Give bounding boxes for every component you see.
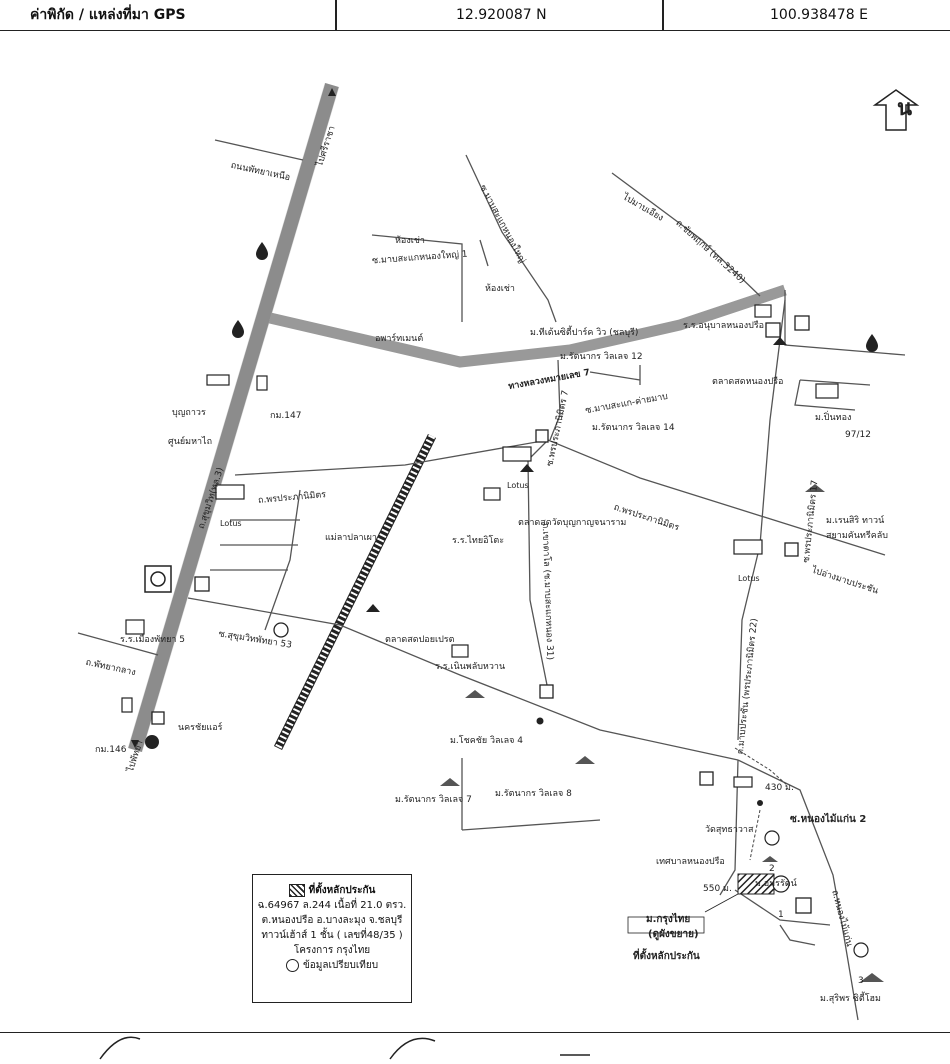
legend-line2: ต.หนองปรือ อ.บางละมุง จ.ชลบุรี bbox=[261, 915, 403, 926]
label-dist550: 550 ม. bbox=[703, 884, 732, 894]
label-market-wat: ตลาดสดวัดบุญกาญจนาราม bbox=[518, 518, 627, 528]
label-market-poiprot: ตลาดสดปอยเปรต bbox=[385, 635, 455, 645]
arrow-down-icon bbox=[131, 740, 139, 748]
label-muang-school: ร.ร.เมืองพัทยา 5 bbox=[120, 635, 185, 645]
signature-marks bbox=[99, 1036, 590, 1060]
label-km146: กม.146 bbox=[95, 745, 127, 755]
star-icon bbox=[145, 735, 159, 749]
label-thai-school: ร.ร.ไทยอิโตะ bbox=[452, 536, 505, 546]
label-num1: 1 bbox=[778, 910, 784, 920]
label-school-nern: ร.ร.เนินพลับหวาน bbox=[435, 662, 506, 672]
label-nakorn-air: นครชัยแอร์ bbox=[178, 723, 223, 733]
label-the-living: ม.ทีเด้นซิตี้ปาร์ค วิว (ชลบุรี) bbox=[530, 328, 639, 338]
label-rattanakorn12: ม.รัตนากร วิลเลจ 12 bbox=[560, 352, 643, 362]
north-label: น bbox=[897, 96, 913, 121]
label-room1: ห้องเช่า bbox=[395, 236, 425, 246]
label-km147: กม.147 bbox=[270, 411, 302, 421]
label-krungthai-sub: (ดูผังขยาย) bbox=[648, 929, 699, 940]
signature-strip bbox=[0, 1032, 950, 1060]
gps-longitude: 100.938478 E bbox=[770, 7, 868, 23]
ptt-logo bbox=[144, 565, 172, 593]
village-icons bbox=[440, 484, 884, 982]
label-lotus3: Lotus bbox=[738, 574, 760, 583]
label-village97-name: ม.ปิ่นทอง bbox=[815, 413, 852, 423]
label-chokchai4: ม.โชคชัย วิลเลจ 4 bbox=[450, 736, 524, 746]
label-lotus1: Lotus bbox=[220, 519, 242, 528]
railway bbox=[273, 434, 437, 750]
label-collateral: ที่ตั้งหลักประกัน bbox=[633, 951, 700, 962]
hatch-swatch bbox=[288, 883, 305, 897]
label-wat-sutharam: วัดสุทธาวาส bbox=[705, 825, 754, 835]
collateral-pointer bbox=[704, 893, 739, 913]
road-sukhumvit-edge bbox=[127, 82, 340, 753]
road-highway7 bbox=[268, 284, 787, 368]
dot-icon bbox=[536, 717, 544, 725]
label-suriphon: ม.สุริพร ซิตี้โฮม bbox=[820, 994, 881, 1004]
gps-latitude: 12.920087 N bbox=[456, 7, 547, 23]
label-municipal: เทศบาลหนองปรือ bbox=[656, 857, 725, 867]
label-rattanakorn14: ม.รัตนากร วิลเลจ 14 bbox=[592, 423, 675, 433]
header-bar: ค่าพิกัด / แหล่งที่มา GPS 12.920087 N 10… bbox=[0, 0, 950, 31]
emblem-icon bbox=[273, 622, 289, 638]
label-siam-club: สยามคันทรีคลับ bbox=[826, 531, 888, 541]
label-lotus2: Lotus bbox=[507, 481, 529, 490]
label-mela: แม่ลาปลาเผา bbox=[325, 533, 377, 543]
lotus-icons bbox=[215, 446, 763, 555]
label-apartment: อพาร์ทเมนต์ bbox=[375, 334, 424, 344]
header-divider bbox=[662, 0, 664, 30]
label-dist430: 430 ม. bbox=[765, 783, 794, 793]
legend-compare: ข้อมูลเปรียบเทียบ bbox=[302, 960, 379, 971]
gps-label: ค่าพิกัด / แหล่งที่มา GPS bbox=[30, 7, 186, 23]
label-village97: 97/12 bbox=[845, 430, 871, 440]
arrow-up-icon bbox=[328, 88, 336, 96]
label-num2: 2 bbox=[769, 864, 775, 874]
label-num3: 3 bbox=[858, 976, 864, 986]
market-icons bbox=[366, 337, 787, 612]
compare-circle-icon bbox=[285, 958, 299, 972]
label-krungthai: ม.กรุงไทย bbox=[646, 914, 691, 925]
label-market-nongprue: ตลาดสดหนองปรือ bbox=[712, 377, 784, 387]
dot-icon bbox=[757, 800, 763, 806]
building-icons bbox=[121, 304, 839, 788]
location-map: น ไปศรีราชา ถนนพัทยาเหนือ ซ.มาบสะแกหนองใ… bbox=[0, 31, 950, 1059]
legend-line1: ฉ.64967 ล.244 เนื้อที่ 21.0 ตรว. bbox=[257, 900, 407, 911]
comparison-markers bbox=[764, 830, 869, 958]
label-soi-nongmaikaen2: ซ.หนองไม้แก่น 2 bbox=[790, 814, 867, 825]
label-room2: ห้องเช่า bbox=[485, 284, 515, 294]
seven-eleven-icons bbox=[151, 315, 812, 914]
legend-line3: ทาวน์เฮ้าส์ 1 ชั้น ( เลขที่48/35 ) bbox=[261, 930, 403, 941]
gas-station-icons bbox=[232, 242, 878, 352]
map-roads bbox=[77, 82, 920, 1021]
label-rattanakorn7: ม.รัตนากร วิลเลจ 7 bbox=[395, 795, 472, 805]
distance-routes bbox=[734, 747, 788, 861]
label-mooban-ammorn: ม.อมรรัตน์ bbox=[755, 879, 797, 889]
label-boonthawon: บุญถาวร bbox=[172, 408, 206, 418]
legend-title: ที่ตั้งหลักประกัน bbox=[308, 885, 376, 896]
legend-line4: โครงการ กรุงไทย bbox=[293, 945, 371, 956]
label-siam-town: ม.เรนสิริ ทาวน์ bbox=[826, 516, 885, 526]
label-rattanakorn8: ม.รัตนากร วิลเลจ 8 bbox=[495, 789, 572, 799]
header-divider bbox=[335, 0, 337, 30]
map-legend: ที่ตั้งหลักประกัน ฉ.64967 ล.244 เนื้อที่… bbox=[252, 874, 412, 1003]
north-arrow-icon bbox=[872, 89, 920, 131]
road-sukhumvit bbox=[128, 83, 339, 752]
label-school-nongprue: ร.ร.อนุบาลหนองปรือ bbox=[683, 321, 765, 331]
label-homepro: ศูนย์มหาไถ bbox=[168, 437, 213, 447]
